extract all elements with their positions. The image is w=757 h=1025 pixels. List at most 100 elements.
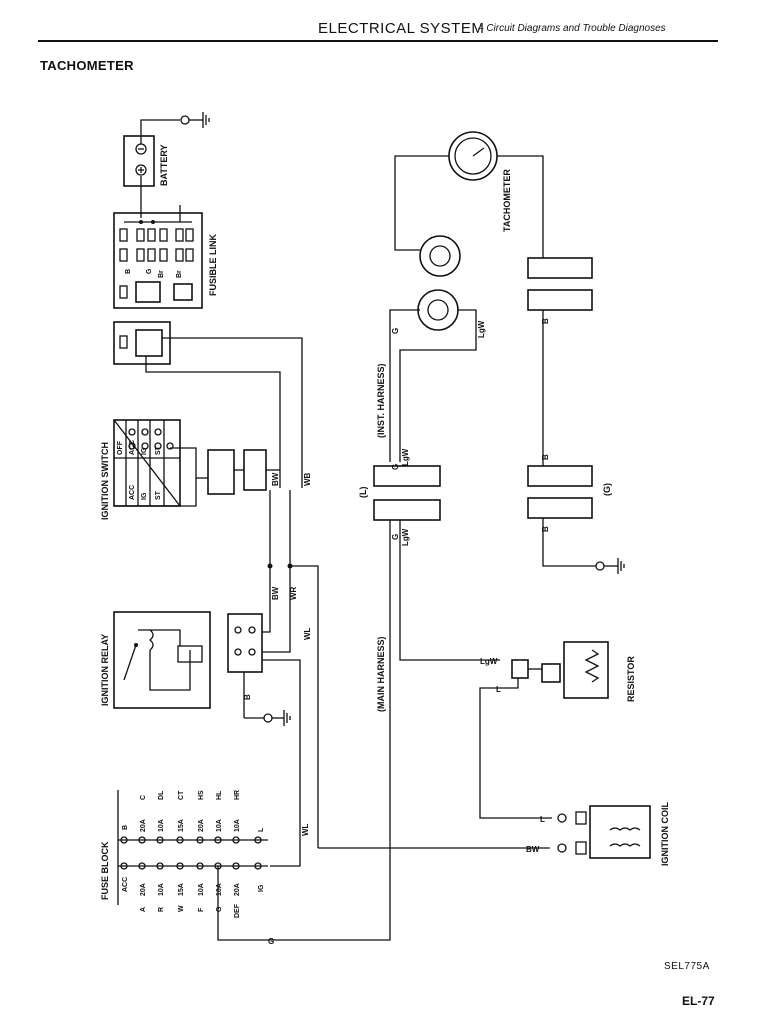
section-title: TACHOMETER <box>40 58 134 73</box>
wire-label-g-main: G <box>391 534 400 540</box>
ignition-coil: IGNITION COIL <box>557 802 670 867</box>
battery: BATTERY <box>123 112 210 218</box>
fuse-right-label-hs: HS <box>198 790 205 800</box>
fuse-left-rating-5: 10A <box>216 883 223 896</box>
fuse-left-rating-2: 10A <box>158 883 165 896</box>
ignition-coil-body <box>589 805 651 859</box>
wire-label-g-bottom: G <box>268 937 274 946</box>
tachometer: TACHOMETER G LgW (INST. HARNESS) G LgW <box>376 131 544 470</box>
wire-label-b-relay: B <box>243 694 252 700</box>
fuse-right-rating-4: 20A <box>198 819 205 832</box>
fuse-right-rating-3: 15A <box>178 819 185 832</box>
wire-label-g-2: G <box>391 464 400 470</box>
wire-label-g-inst: G <box>391 328 400 334</box>
bw-wb-wires: BW WB BW WR <box>267 472 319 848</box>
wire-label-wl-1: WL <box>303 627 312 640</box>
ignition-coil-label: IGNITION COIL <box>660 802 670 867</box>
fuse-left-label-f: F <box>198 907 205 912</box>
fuse-right-label-l: L <box>258 827 265 832</box>
fuse-right-label-dl: DL <box>158 790 165 800</box>
wire-label-lgw-inst: LgW <box>477 320 486 338</box>
l-connector-2 <box>373 499 441 521</box>
resistor-box <box>563 641 609 699</box>
fuse-block-right-column <box>120 836 262 844</box>
tachometer-needle <box>472 147 485 157</box>
fuse-left-rating-1: 20A <box>140 883 147 896</box>
resistor-label: RESISTOR <box>626 656 636 702</box>
fuse-left-label-def: DEF <box>234 903 241 918</box>
fuse-block: FUSE BLOCK <box>100 540 391 946</box>
g-connector-2 <box>527 497 593 519</box>
wire-label-b-tach-2: B <box>541 454 550 460</box>
resistor-plug-1 <box>511 659 529 679</box>
relay-coil-icon <box>148 629 154 651</box>
fusible-link-connector-2 <box>173 283 193 301</box>
fuse-left-label-w: W <box>178 905 185 912</box>
wire-label-bw-2: BW <box>271 586 280 600</box>
fuse-right-rating-5: 10A <box>216 819 223 832</box>
wire-code-br-2: Br <box>176 270 183 278</box>
ignition-coil-winding-icon <box>609 827 641 831</box>
header-title: ELECTRICAL SYSTEM <box>318 20 485 37</box>
fuse-left-rating-3: 15A <box>178 883 185 896</box>
fuse-left-label-ig: IG <box>258 884 265 892</box>
fuse-block-left-column <box>120 862 262 870</box>
tach-connector-2 <box>527 289 593 311</box>
tachometer-label: TACHOMETER <box>502 169 512 232</box>
l-connectors: (L) G LgW (MAIN HARNESS) LgW <box>358 465 500 712</box>
g-connector-1 <box>527 465 593 487</box>
fuse-right-rating-6: 10A <box>234 819 241 832</box>
main-harness-label: (MAIN HARNESS) <box>376 636 386 712</box>
resistor-plug-2 <box>541 663 561 683</box>
switch-term-ig: IG <box>141 492 148 500</box>
ignition-switch: OFF ACC IG ST ACC IG ST IGNITION SWITCH <box>100 419 280 520</box>
fusible-link-box <box>113 212 203 309</box>
l-connector-1 <box>373 465 441 487</box>
fuse-right-rating-2: 10A <box>158 819 165 832</box>
fuse-left-label-acc: ACC <box>122 877 129 892</box>
ignition-switch-label: IGNITION SWITCH <box>100 442 110 520</box>
resistor: RESISTOR L L <box>479 641 636 824</box>
fuse-left-rating-6: 20A <box>234 883 241 896</box>
ignition-relay: IGNITION RELAY B WL WL <box>100 610 312 867</box>
ignition-relay-box <box>113 611 211 709</box>
fuse-left-label-a: A <box>140 907 147 912</box>
switch-pos-off: OFF <box>117 440 124 455</box>
fuse-holder <box>113 321 303 488</box>
tach-connector-1 <box>527 257 593 279</box>
battery-ground-lug <box>180 115 190 125</box>
fuse-left-label-r: R <box>158 907 165 912</box>
battery-positive-terminal <box>135 164 147 176</box>
tachometer-connectors: B B (G) B <box>527 257 625 574</box>
wire-label-bw: BW <box>271 472 280 486</box>
fusible-link: B G Br Br FUSIBLE LINK <box>113 205 218 309</box>
ignition-switch-connector-1 <box>207 449 235 495</box>
page-number: EL-77 <box>682 994 715 1008</box>
wire-label-wb: WB <box>303 472 312 486</box>
wire-code-br-1: Br <box>158 270 165 278</box>
tachometer-socket-2 <box>417 289 459 331</box>
wire-label-l-coil: L <box>540 815 545 824</box>
fusible-link-row-2 <box>119 248 194 262</box>
switch-term-acc: ACC <box>129 485 136 500</box>
wire-label-wl-2: WL <box>301 823 310 836</box>
wire-code-b: B <box>125 269 132 274</box>
fusible-link-connector-1 <box>135 281 161 303</box>
battery-label: BATTERY <box>159 145 169 187</box>
fuse-left-label-g: G <box>216 906 223 912</box>
fuse-block-label: FUSE BLOCK <box>100 841 110 900</box>
wire-label-lgw-resistor: LgW <box>480 657 498 666</box>
switch-pos-acc: ACC <box>129 440 136 455</box>
fuse-right-label-hr: HR <box>234 790 241 800</box>
header-subtitle: – Circuit Diagrams and Trouble Diagnoses <box>478 23 666 34</box>
switch-term-st: ST <box>155 490 162 500</box>
wire-label-lgw-2: LgW <box>401 448 410 466</box>
tachometer-socket-1 <box>419 235 461 277</box>
wire-label-b-tach: B <box>541 318 550 324</box>
fusible-link-label: FUSIBLE LINK <box>208 234 218 296</box>
inst-harness-label: (INST. HARNESS) <box>376 363 386 438</box>
resistor-zigzag-icon <box>584 649 600 683</box>
ignition-relay-label: IGNITION RELAY <box>100 634 110 706</box>
wire-code-g: G <box>146 268 153 274</box>
